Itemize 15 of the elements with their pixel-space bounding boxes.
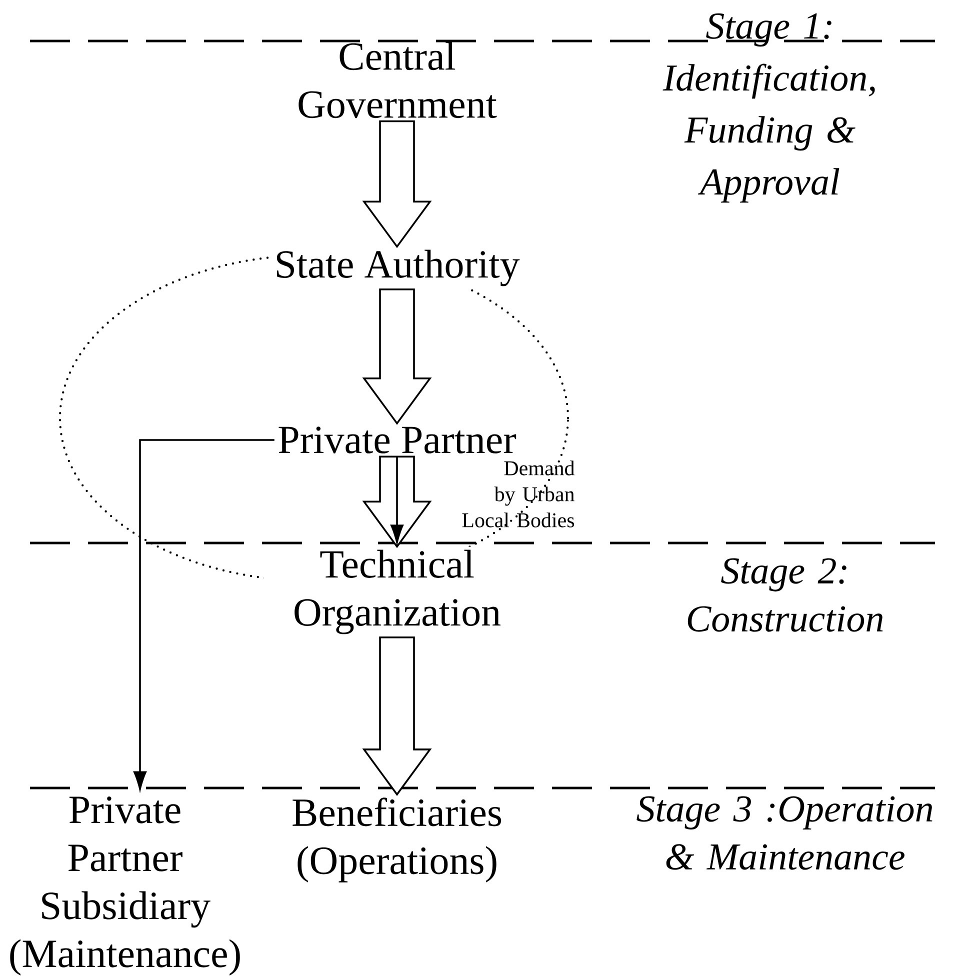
node-label: State Authority	[271, 246, 523, 290]
block-arrow	[362, 636, 432, 796]
stage-label: Stage 1: Identification, Funding & Approval	[662, 13, 875, 203]
stage-label: Stage 3 :Operation & Maintenance	[636, 796, 932, 870]
node-label: Technical Organization	[264, 546, 530, 638]
arrow	[390, 456, 404, 544]
node-label: Private Partner Subsidiary (Maintenance)	[4, 794, 246, 977]
node-label: Central Government	[279, 38, 515, 122]
node-label: Beneficiaries (Operations)	[264, 794, 530, 886]
node-label: Private Partner	[274, 424, 520, 456]
block-arrow	[362, 120, 432, 248]
block-arrow	[362, 288, 432, 425]
block-arrow	[362, 456, 432, 548]
stage-label: Stage 2: Construction	[688, 558, 883, 632]
note-text: Demand by Urban Local Bodies	[462, 460, 575, 528]
